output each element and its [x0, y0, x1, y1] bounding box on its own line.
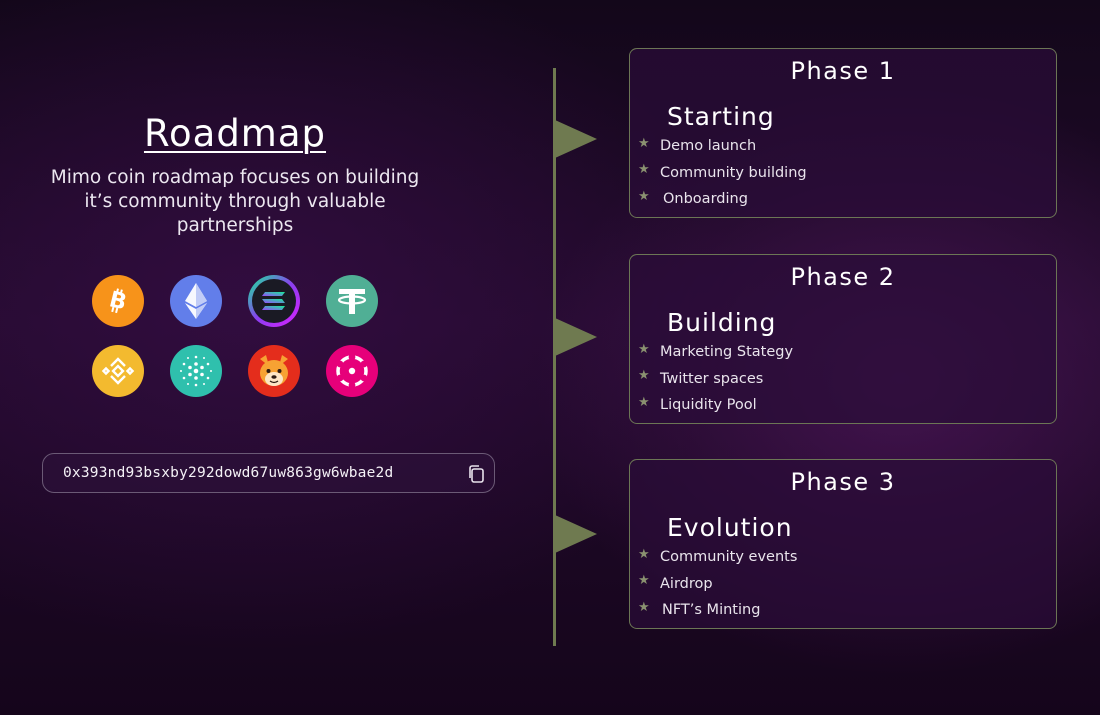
shiba-inu-icon	[248, 345, 300, 397]
item-label: Onboarding	[663, 191, 748, 208]
timeline-line	[553, 68, 556, 646]
item-label: Twitter spaces	[660, 370, 764, 387]
item-label: Airdrop	[660, 575, 713, 592]
partner-coins: B	[92, 275, 382, 397]
phase-title: Phase 2	[790, 263, 896, 291]
item-label: Marketing Stategy	[660, 344, 794, 361]
list-item: ★ NFT’s Minting	[638, 597, 797, 624]
star-icon: ★	[638, 573, 650, 589]
star-icon: ★	[638, 162, 650, 178]
page-title: Roadmap	[143, 112, 327, 155]
phase-title: Phase 1	[790, 57, 896, 85]
list-item: ★ Demo launch	[638, 133, 807, 160]
solana-icon	[248, 275, 300, 327]
item-label: Community building	[660, 164, 807, 181]
star-icon: ★	[638, 394, 650, 410]
star-icon: ★	[638, 368, 650, 384]
item-label: NFT’s Minting	[662, 602, 761, 619]
phase-items: ★ Community events ★ Airdrop ★ NFT’s Mintin…	[638, 544, 797, 624]
phase-title: Phase 3	[790, 468, 896, 496]
contract-address-box[interactable]: 0x393nd93bsxby292dowd67uw863gw6wbae2d	[42, 453, 495, 493]
timeline-arrow-phase-1	[555, 120, 597, 158]
tether-icon	[326, 275, 378, 327]
phase-card-3: Phase 3 Evolution ★ Community events ★ Air…	[629, 459, 1057, 629]
cardano-icon	[170, 345, 222, 397]
roadmap-description: Mimo coin roadmap focuses on building it…	[50, 167, 420, 236]
phase-card-1: Phase 1 Starting ★ Demo launch ★ Community…	[629, 48, 1057, 218]
timeline-arrow-phase-2	[555, 318, 597, 356]
binance-icon	[92, 345, 144, 397]
list-item: ★ Community building	[638, 160, 807, 187]
item-label: Demo launch	[660, 138, 757, 155]
list-item: ★ Marketing Stategy	[638, 339, 793, 366]
item-label: Community events	[660, 549, 798, 566]
phase-items: ★ Demo launch ★ Community building ★ Onboar…	[638, 133, 807, 213]
star-icon: ★	[638, 599, 650, 615]
contract-address[interactable]: 0x393nd93bsxby292dowd67uw863gw6wbae2d	[63, 465, 394, 481]
stage-title: Evolution	[667, 513, 793, 542]
ethereum-icon	[170, 275, 222, 327]
item-label: Liquidity Pool	[660, 397, 757, 414]
timeline-arrow-phase-3	[555, 515, 597, 553]
list-item: ★ Airdrop	[638, 571, 797, 598]
star-icon: ★	[638, 188, 650, 204]
stage-title: Starting	[667, 102, 775, 131]
phase-items: ★ Marketing Stategy ★ Twitter spaces ★ Liqu…	[638, 339, 793, 419]
star-icon: ★	[638, 341, 650, 357]
polkadot-icon	[326, 345, 378, 397]
stage-title: Building	[667, 308, 777, 337]
list-item: ★ Twitter spaces	[638, 366, 793, 393]
list-item: ★ Liquidity Pool	[638, 392, 793, 419]
copy-icon[interactable]	[467, 464, 485, 484]
star-icon: ★	[638, 135, 650, 151]
list-item: ★ Community events	[638, 544, 797, 571]
list-item: ★ Onboarding	[638, 186, 807, 213]
star-icon: ★	[638, 546, 650, 562]
bitcoin-icon: B	[92, 275, 144, 327]
phase-card-2: Phase 2 Building ★ Marketing Stategy ★ Twi…	[629, 254, 1057, 424]
